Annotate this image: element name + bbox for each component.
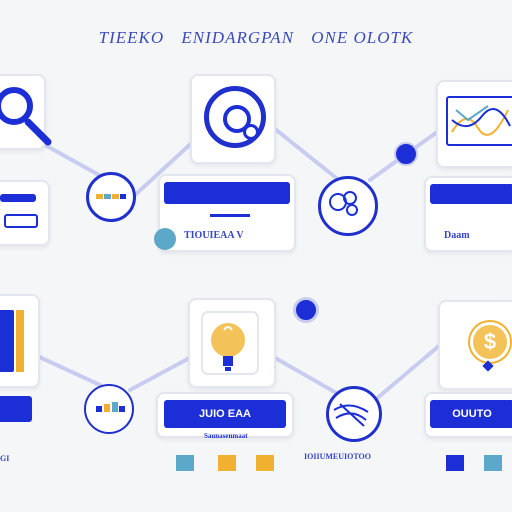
step-bar-mid-bottom[interactable]: JUIO EAA (164, 400, 286, 428)
step-bar-bottom-left[interactable] (0, 396, 32, 422)
step-bar-right-bottom[interactable]: OUUTO (430, 400, 512, 428)
step-card-mid-top: TIOUIEAA V (158, 174, 296, 252)
step-card-research (0, 74, 52, 150)
magnifier-icon (0, 87, 52, 146)
step-card-idea (188, 298, 276, 388)
step-circle-4[interactable] (326, 386, 382, 442)
swatch-orange-1 (218, 455, 236, 471)
swatch-orange-2 (256, 455, 274, 471)
step-card-right-top: Daam (424, 176, 512, 252)
step-circle-1[interactable] (86, 172, 136, 222)
step-card-doc-left (0, 294, 40, 388)
step-dot-bottom-mid[interactable] (293, 297, 319, 323)
step-card-finance: $ (438, 300, 512, 390)
title-word-2: ENIDARGPAN (181, 28, 295, 47)
step-card-search (190, 74, 276, 164)
step-circle-2[interactable] (318, 176, 378, 236)
step-label-right-top: Daam (444, 230, 470, 241)
caption-bottom-mid: Saunasenmaat (204, 432, 248, 440)
diagram-title: TIEEKO ENIDARGPAN ONE OLOTK (0, 28, 512, 48)
step-bar-right-top (430, 184, 512, 204)
swatch-blue (446, 455, 464, 471)
people-icon (329, 191, 358, 216)
swatch-teal (176, 455, 194, 471)
doc-line-mid (210, 214, 250, 217)
step-card-info-left (0, 180, 50, 246)
caption-bottom-mid-2: IOIIUMEUIOTOO (304, 452, 371, 461)
chart-line-icon (451, 105, 511, 136)
step-bar-left (0, 194, 36, 202)
lightbulb-icon (201, 311, 259, 375)
step-circle-3[interactable] (84, 384, 134, 434)
title-word-1: TIEEKO (98, 28, 165, 47)
dollar-coin-icon: $ (470, 322, 510, 362)
title-word-3: ONE OLOTK (311, 28, 414, 47)
doc-icon (0, 310, 14, 372)
step-bar-mid-top (164, 182, 290, 204)
search-circle-icon (204, 86, 266, 148)
globe-icon (333, 403, 369, 427)
doc-line-left (4, 214, 38, 228)
step-card-right-bottom: OUUTO (424, 392, 512, 438)
step-dot-mid[interactable] (154, 228, 176, 250)
step-card-mid-bottom: JUIO EAA (156, 392, 294, 438)
caption-bottom-left: GI (0, 454, 10, 463)
step-dot-top-right[interactable] (394, 142, 418, 166)
swatch-teal-2 (484, 455, 502, 471)
step-card-analysis (436, 80, 512, 168)
chart-card-icon (446, 96, 512, 146)
step-label-mid-top: TIOUIEAA V (184, 230, 244, 241)
